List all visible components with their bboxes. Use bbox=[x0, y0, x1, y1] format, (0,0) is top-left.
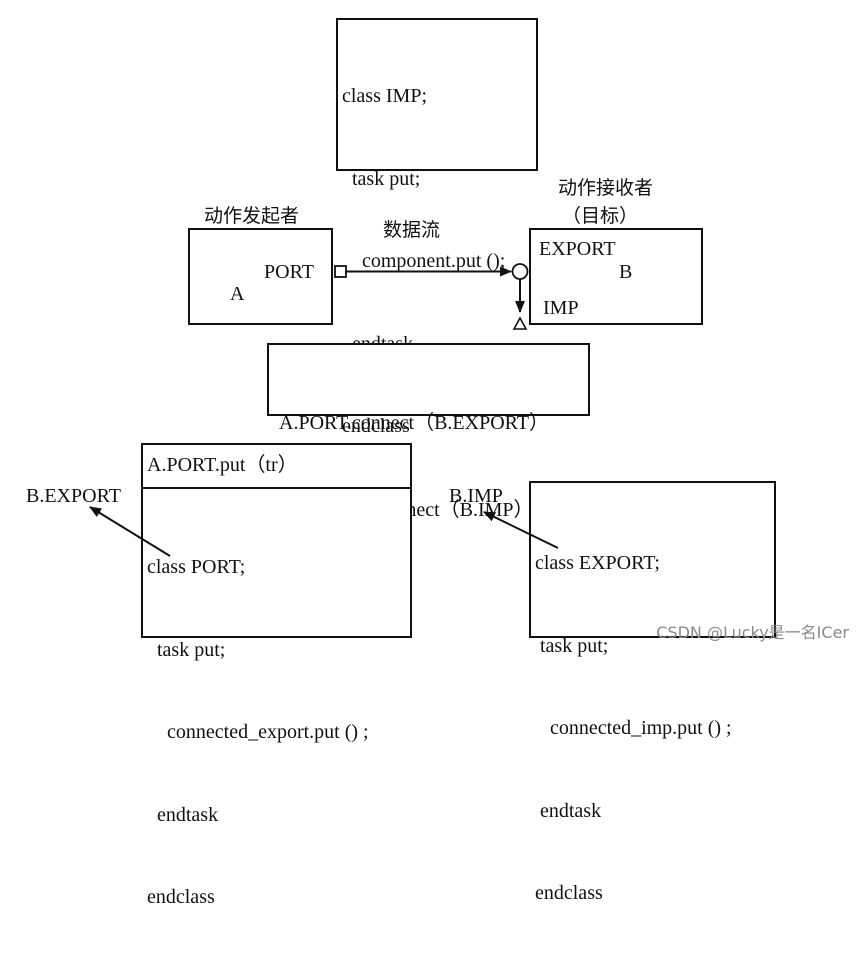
port-square-icon bbox=[334, 265, 347, 278]
code-line: connected_imp.put () ; bbox=[535, 717, 732, 739]
code-line: endtask bbox=[535, 799, 602, 822]
code-line: class EXPORT; bbox=[535, 552, 660, 574]
imp-label: IMP bbox=[543, 297, 579, 319]
port-put-call: A.PORT.put（tr） bbox=[147, 454, 298, 476]
code-line: connected_export.put () ; bbox=[147, 721, 369, 743]
header-divider bbox=[143, 487, 410, 489]
imp-class-code: class IMP; task put; component.put (); e… bbox=[342, 28, 505, 496]
component-a-label: A bbox=[230, 283, 245, 305]
export-pointer-arrow bbox=[483, 511, 559, 549]
watermark: CSDN @Lucky是一名ICer bbox=[656, 623, 849, 642]
data-flow-label: 数据流 bbox=[383, 219, 441, 241]
code-line: endclass bbox=[342, 415, 410, 437]
target-label-line1: 动作接收者 bbox=[558, 177, 654, 199]
imp-triangle-icon bbox=[512, 316, 528, 330]
target-label-line2: （目标） bbox=[562, 205, 639, 227]
port-label: PORT bbox=[264, 261, 314, 283]
code-line: class PORT; bbox=[147, 556, 246, 578]
initiator-box-a: PORT A bbox=[188, 228, 333, 325]
export-circle-icon bbox=[511, 263, 529, 280]
code-line: endclass bbox=[535, 882, 603, 904]
imp-class-box: class IMP; task put; component.put (); e… bbox=[336, 18, 538, 437]
code-line: component.put (); bbox=[342, 250, 506, 272]
port-target-label: B.EXPORT bbox=[26, 485, 121, 507]
export-target-label: B.IMP bbox=[449, 485, 503, 507]
code-line: task put; bbox=[342, 167, 421, 190]
target-box-b: EXPORT B IMP bbox=[529, 228, 703, 325]
component-b-label: B bbox=[619, 261, 633, 283]
code-line: endclass bbox=[147, 886, 215, 908]
connection-lines bbox=[89, 263, 559, 557]
export-label: EXPORT bbox=[539, 238, 616, 260]
code-line: class IMP; bbox=[342, 85, 427, 107]
code-line: A.PORT.connect（B.EXPORT） bbox=[279, 412, 549, 434]
code-line: endtask bbox=[147, 803, 219, 826]
port-pointer-arrow bbox=[89, 506, 171, 557]
initiator-label: 动作发起者 bbox=[204, 205, 300, 227]
